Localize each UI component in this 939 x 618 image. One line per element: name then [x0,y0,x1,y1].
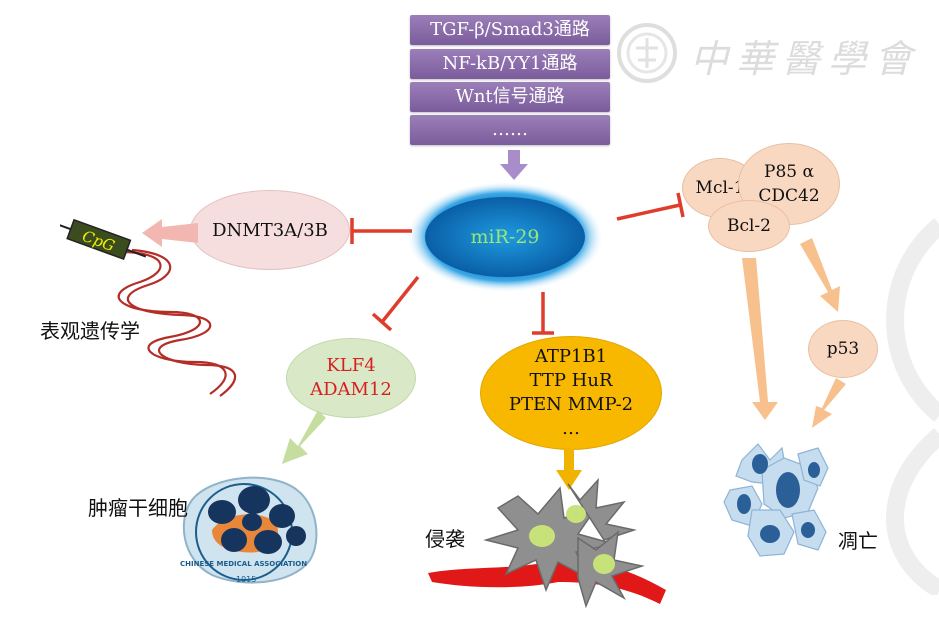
invasion-label: 侵袭 [425,527,465,551]
purple-arrow-icon [500,150,528,180]
mir29-label: miR-29 [470,226,540,248]
atp-ellipsis: … [562,418,580,439]
pink-arrow-icon [142,219,198,247]
pathway-more: …… [410,115,610,145]
klf4-label: KLF4 [326,355,376,376]
watermark-text: 中華醫學會 [690,37,921,81]
pathway-nfkb: NF-kB/YY1通路 [410,49,610,79]
invasion-cells-image [428,478,666,609]
apoptotic-cells-image [723,443,829,557]
watermark-seal-icon [617,23,677,83]
ttp-hur-label: TTP HuR [529,370,613,391]
seal-year: 1915 [236,575,257,584]
p85-label: P85 α [764,162,814,182]
cdc42-label: CDC42 [758,186,820,206]
dnmt-node: DNMT3A/3B [190,190,350,270]
p53-node: p53 [808,320,878,378]
bcl2-node: Bcl-2 [708,200,790,252]
tumor-stem-cell-image [182,476,318,584]
pathway-tgf: TGF-β/Smad3通路 [410,15,610,45]
atp-cluster-node: ATP1B1 TTP HuR PTEN MMP-2 … [480,336,662,450]
tumor-stem-cell-label: 肿瘤干细胞 [88,496,188,520]
pathway-wnt: Wnt信号通路 [410,82,610,112]
yellow-arrow-icon [556,448,582,490]
dna-strand-icon [60,218,237,397]
green-arrow-icon [282,410,326,464]
klf4-adam12-node: KLF4 ADAM12 [286,338,416,418]
watermark-faint-icon [886,218,939,595]
mir29-node-shape [407,182,603,292]
pten-mmp2-label: PTEN MMP-2 [508,394,634,415]
epigenetics-label: 表观遗传学 [40,319,140,343]
adam12-label: ADAM12 [310,379,392,400]
seal-text: CHINESE MEDICAL ASSOCIATION [180,560,308,568]
apoptosis-label: 凋亡 [838,529,878,553]
atp1b1-label: ATP1B1 [534,346,608,367]
